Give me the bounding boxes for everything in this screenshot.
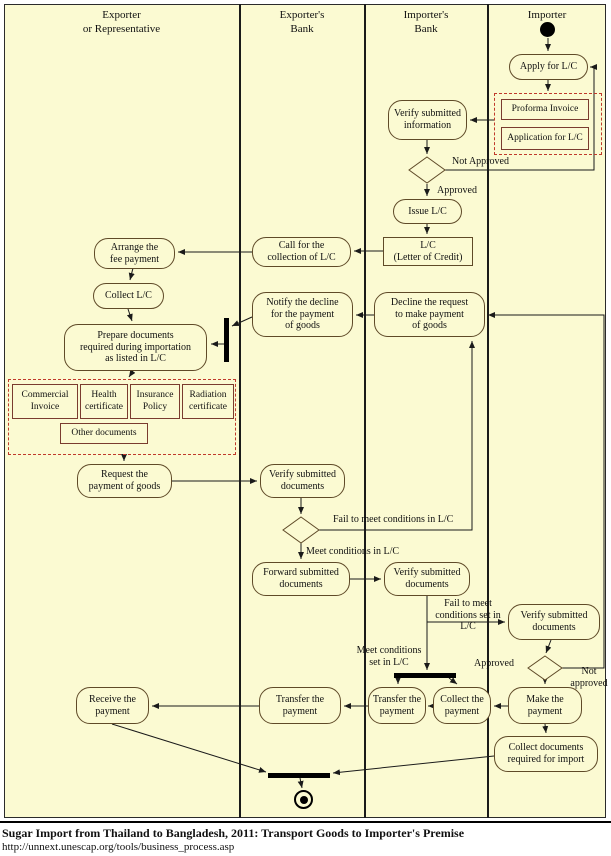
activity-verify-documents-exporters-bank: Verify submitted documents xyxy=(260,464,345,498)
edge-label-not-approved-2: Not approved xyxy=(570,666,608,689)
activity-prepare-import-documents: Prepare documents required during import… xyxy=(64,324,207,371)
document-proforma-invoice: Proforma Invoice xyxy=(501,99,589,120)
document-commercial-invoice: Commercial Invoice xyxy=(12,384,78,419)
edge-label-fail-conditions-set-lc: Fail to meet conditions set in L/C xyxy=(435,598,501,632)
decision-lc-application-icon xyxy=(408,156,446,184)
caption-divider xyxy=(0,821,611,823)
document-health-certificate: Health certificate xyxy=(80,384,128,419)
edge-label-meet-conditions-set-lc: Meet conditions set in L/C xyxy=(356,645,422,668)
fork-bar-payment-icon xyxy=(394,673,456,678)
importer-documents-group xyxy=(494,93,602,155)
activity-collect-lc: Collect L/C xyxy=(93,283,164,309)
document-application-for-lc: Application for L/C xyxy=(501,127,589,150)
activity-transfer-payment-exporters-bank: Transfer the payment xyxy=(259,687,341,724)
lane-header-exporters-bank: Exporter's Bank xyxy=(279,9,325,36)
edge-label-approved-2: Approved xyxy=(474,658,514,669)
activity-arrange-fee-payment: Arrange the fee payment xyxy=(94,238,175,269)
activity-make-payment: Make the payment xyxy=(508,687,582,724)
edge-label-not-approved: Not Approved xyxy=(452,156,509,167)
edge-label-meet-conditions-lc: Meet conditions in L/C xyxy=(306,546,400,557)
activity-transfer-payment-importers-bank: Transfer the payment xyxy=(368,687,426,724)
join-bar-final-icon xyxy=(268,773,330,778)
document-other-documents: Other documents xyxy=(60,423,148,444)
activity-receive-payment: Receive the payment xyxy=(76,687,149,724)
object-letter-of-credit: L/C (Letter of Credit) xyxy=(383,237,473,266)
activity-notify-decline-payment: Notify the decline for the payment of go… xyxy=(252,292,353,337)
activity-forward-submitted-documents: Forward submitted documents xyxy=(252,562,350,596)
activity-verify-documents-importer: Verify submitted documents xyxy=(508,604,600,640)
document-insurance-policy: Insurance Policy xyxy=(130,384,180,419)
document-radiation-certificate: Radiation certificate xyxy=(182,384,234,419)
activity-collect-payment: Collect the payment xyxy=(433,687,491,724)
activity-verify-documents-importers-bank: Verify submitted documents xyxy=(384,562,470,596)
activity-issue-lc: Issue L/C xyxy=(393,199,462,224)
source-url: http://unnext.unescap.org/tools/business… xyxy=(2,841,235,853)
lane-divider-2 xyxy=(364,4,366,818)
lane-header-exporter: Exporter or Representative xyxy=(82,9,161,36)
initial-state-icon xyxy=(540,22,555,37)
final-state-icon xyxy=(294,790,313,809)
join-bar-vertical-icon xyxy=(224,318,229,362)
edge-label-approved: Approved xyxy=(437,185,477,196)
activity-request-payment-of-goods: Request the payment of goods xyxy=(77,464,172,498)
activity-collect-documents-for-import: Collect documents required for import xyxy=(494,736,598,772)
activity-decline-payment-request: Decline the request to make payment of g… xyxy=(374,292,485,337)
lane-header-importers-bank: Importer's Bank xyxy=(403,9,449,36)
activity-call-for-collection-of-lc: Call for the collection of L/C xyxy=(252,237,351,267)
decision-documents-exporters-bank-icon xyxy=(282,516,320,544)
edge-label-fail-conditions-lc: Fail to meet conditions in L/C xyxy=(333,514,454,525)
lane-divider-1 xyxy=(239,4,241,818)
decision-payment-approval-icon xyxy=(527,655,563,681)
lane-divider-3 xyxy=(487,4,489,818)
diagram-title: Sugar Import from Thailand to Bangladesh… xyxy=(2,826,465,840)
activity-verify-submitted-information: Verify submitted information xyxy=(388,100,467,140)
lane-header-importer: Importer xyxy=(527,9,567,21)
activity-apply-for-lc: Apply for L/C xyxy=(509,54,588,80)
